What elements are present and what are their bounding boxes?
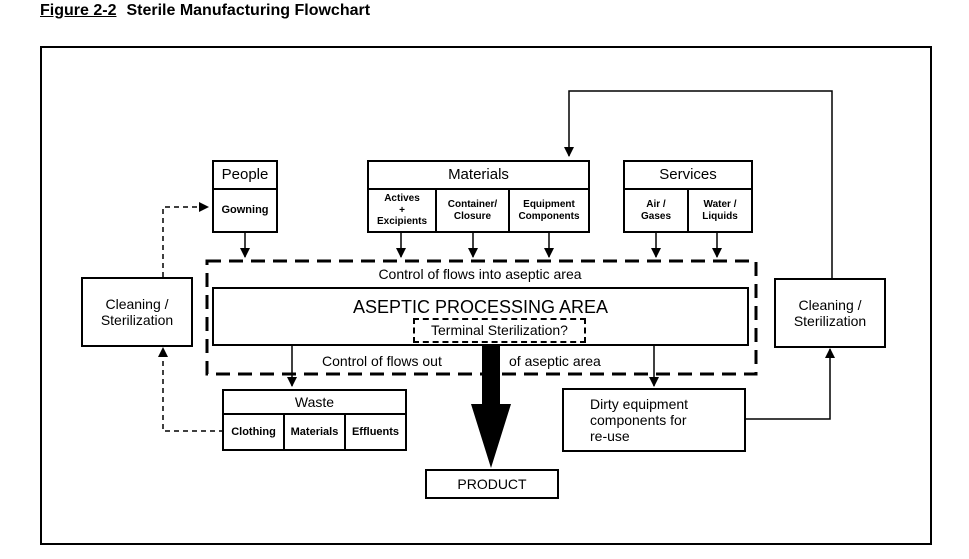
air-box: Air / Gases bbox=[623, 188, 689, 233]
materials-waste-box: Materials bbox=[283, 413, 346, 451]
figure-caption: Figure 2-2 Sterile Manufacturing Flowchar… bbox=[40, 2, 370, 20]
arrow-cleaning-to-gowning bbox=[162, 202, 209, 277]
water-label: Water / Liquids bbox=[702, 199, 738, 222]
materials-waste-label: Materials bbox=[290, 425, 339, 438]
equipment-label: Equipment Components bbox=[518, 199, 580, 222]
clothing-label: Clothing bbox=[231, 425, 276, 438]
dirty-equipment-box: Dirty equipment components for re-use bbox=[562, 388, 746, 452]
services-title: Services bbox=[659, 166, 717, 184]
product-box: PRODUCT bbox=[425, 469, 559, 499]
arrow-clothing-to-cleaning bbox=[158, 347, 224, 432]
aseptic-title: ASEPTIC PROCESSING AREA bbox=[352, 297, 609, 317]
clothing-box: Clothing bbox=[222, 413, 285, 451]
cleaning-left-label: Cleaning / Sterilization bbox=[100, 295, 174, 328]
aseptic-boundary bbox=[205, 259, 758, 376]
waste-title: Waste bbox=[294, 393, 335, 410]
container-label: Container/ Closure bbox=[447, 199, 498, 222]
services-box: Services bbox=[623, 160, 753, 190]
arrow-dirty-to-cleaning bbox=[745, 348, 835, 420]
arrow-cleaning-to-materials bbox=[564, 90, 833, 278]
actives-box: Actives + Excipients bbox=[367, 188, 437, 233]
figure-title: Sterile Manufacturing Flowchart bbox=[126, 2, 371, 19]
terminal-sterilization-box: Terminal Sterilization? bbox=[413, 318, 586, 343]
materials-box: Materials bbox=[367, 160, 590, 190]
container-box: Container/ Closure bbox=[435, 188, 510, 233]
waste-box: Waste bbox=[222, 389, 407, 415]
diagram-frame bbox=[40, 46, 932, 545]
control-out-left-label: Control of flows out bbox=[322, 353, 442, 369]
water-box: Water / Liquids bbox=[687, 188, 753, 233]
air-label: Air / Gases bbox=[640, 199, 672, 222]
actives-label: Actives + Excipients bbox=[376, 193, 428, 228]
cleaning-right-box: Cleaning / Sterilization bbox=[774, 278, 886, 348]
control-out-right-label: of aseptic area bbox=[509, 353, 601, 369]
equipment-box: Equipment Components bbox=[508, 188, 590, 233]
gowning-box: Gowning bbox=[212, 188, 278, 233]
effluents-box: Effluents bbox=[344, 413, 407, 451]
effluents-label: Effluents bbox=[351, 425, 400, 438]
materials-title: Materials bbox=[448, 166, 509, 184]
control-in-label: Control of flows into aseptic area bbox=[378, 266, 582, 282]
gowning-label: Gowning bbox=[221, 204, 269, 217]
terminal-label: Terminal Sterilization? bbox=[431, 322, 568, 339]
figure-number: Figure 2-2 bbox=[40, 2, 117, 19]
people-title: People bbox=[221, 166, 269, 184]
cleaning-right-label: Cleaning / Sterilization bbox=[793, 296, 867, 329]
product-label: PRODUCT bbox=[457, 475, 527, 492]
people-box: People bbox=[212, 160, 278, 190]
arrow-to-product bbox=[471, 345, 511, 468]
cleaning-left-box: Cleaning / Sterilization bbox=[81, 277, 193, 347]
dirty-equipment-label: Dirty equipment components for re-use bbox=[590, 395, 689, 445]
